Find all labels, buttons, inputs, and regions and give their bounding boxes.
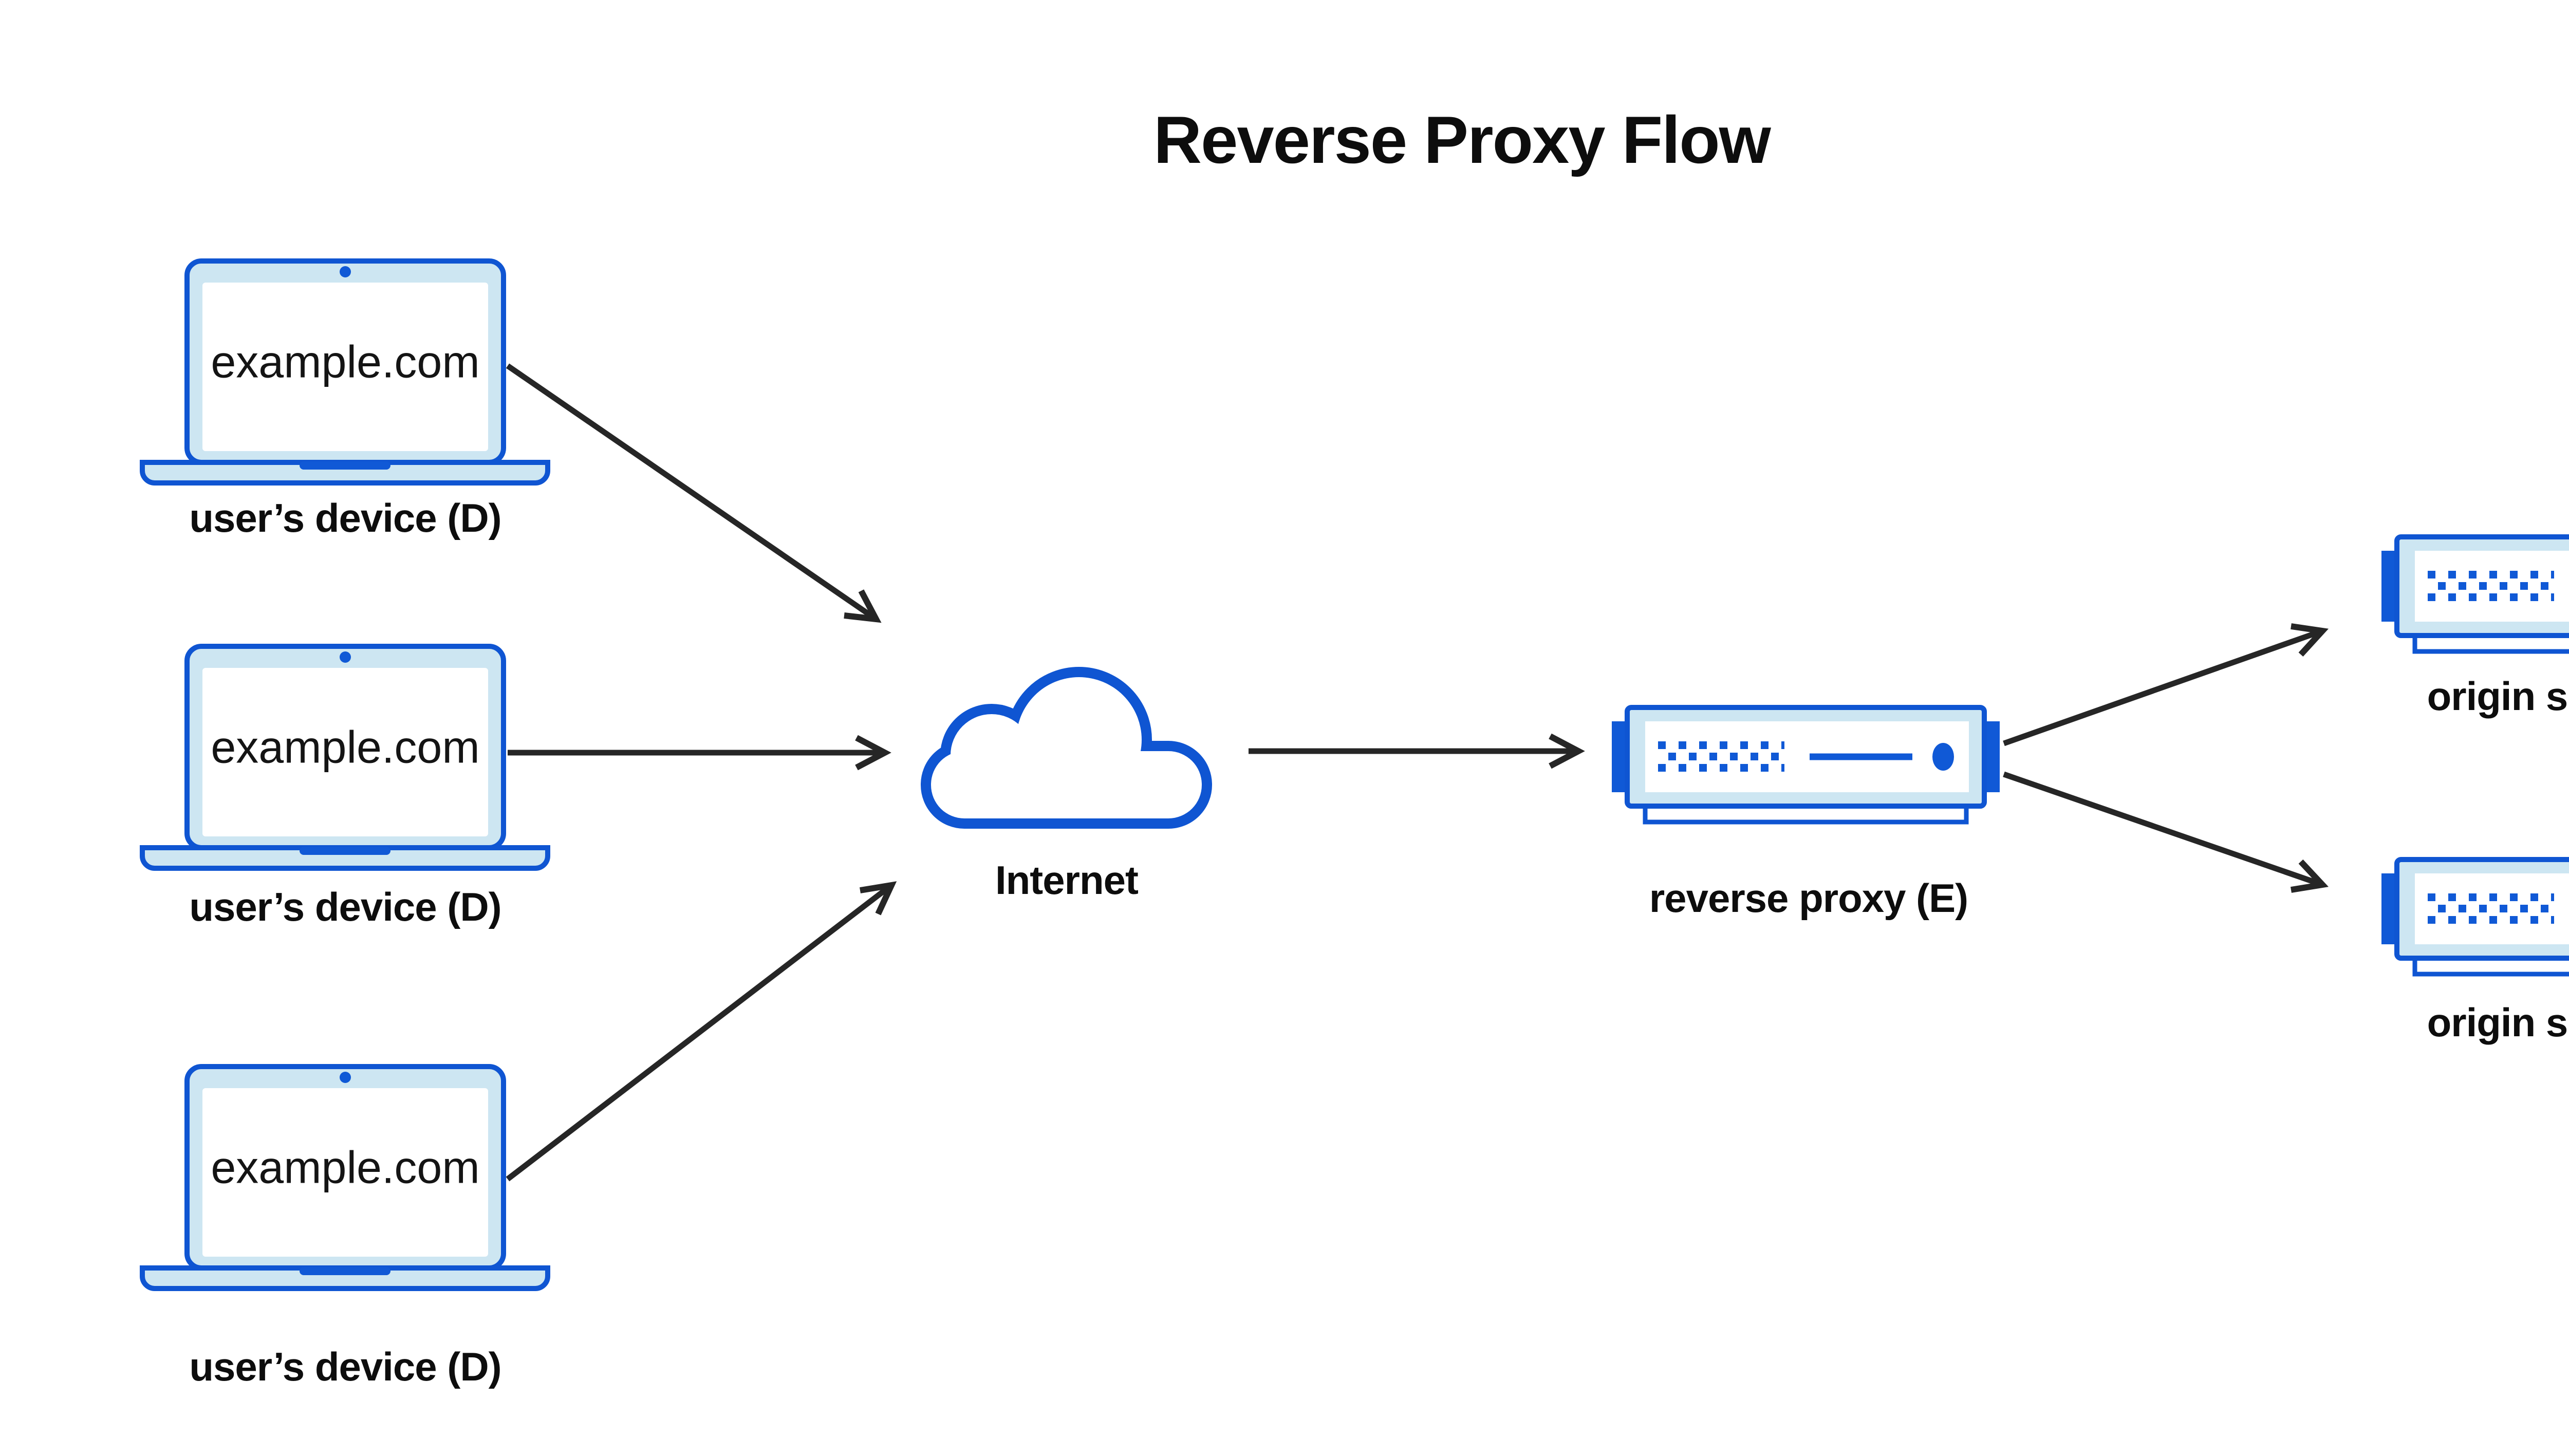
arrowhead-icon bbox=[2291, 623, 2329, 657]
node-internet: Internet bbox=[921, 667, 1212, 903]
internet-label: Internet bbox=[995, 857, 1139, 903]
arrow-line bbox=[506, 363, 878, 622]
origin-server-label: origin server (F) bbox=[2427, 674, 2569, 719]
device-screen-text: example.com bbox=[211, 722, 479, 773]
arrowhead-icon bbox=[860, 881, 897, 916]
arrow-device3-to-internet bbox=[506, 881, 897, 1182]
node-origin-server-2: origin server (F) bbox=[2381, 860, 2569, 1045]
arrow-line bbox=[2003, 771, 2323, 888]
origin-server-icon bbox=[2381, 537, 2569, 651]
reverse-proxy-icon bbox=[1612, 707, 2000, 822]
cloud-icon bbox=[921, 667, 1212, 829]
arrow-device2-to-internet bbox=[508, 735, 891, 771]
arrowhead-icon bbox=[844, 589, 882, 623]
node-origin-server-1: origin server (F) bbox=[2381, 537, 2569, 719]
diagram-title: Reverse Proxy Flow bbox=[1153, 102, 1771, 177]
origin-server-label: origin server (F) bbox=[2427, 1000, 2569, 1045]
arrowhead-icon bbox=[855, 735, 891, 771]
arrow-line bbox=[506, 883, 893, 1182]
arrow-device1-to-internet bbox=[506, 363, 882, 623]
device-screen-text: example.com bbox=[211, 1142, 479, 1193]
node-reverse-proxy: reverse proxy (E) bbox=[1612, 707, 2000, 921]
device-label: user’s device (D) bbox=[189, 1344, 501, 1389]
arrowhead-icon bbox=[1549, 733, 1585, 769]
arrow-internet-to-proxy bbox=[1249, 733, 1585, 769]
arrow-proxy-to-origin1 bbox=[2003, 623, 2329, 746]
reverse-proxy-label: reverse proxy (E) bbox=[1649, 875, 1968, 921]
device-label: user’s device (D) bbox=[189, 884, 501, 929]
device-label: user’s device (D) bbox=[189, 495, 501, 540]
device-screen-text: example.com bbox=[211, 337, 479, 387]
arrow-proxy-to-origin2 bbox=[2003, 771, 2329, 893]
node-user-device-3: example.com user’s device (D) bbox=[142, 1067, 548, 1389]
node-user-device-2: example.com user’s device (D) bbox=[142, 646, 548, 929]
origin-server-icon bbox=[2381, 860, 2569, 974]
node-user-device-1: example.com user’s device (D) bbox=[142, 261, 548, 540]
arrow-line bbox=[2003, 628, 2323, 746]
arrowhead-icon bbox=[2291, 859, 2329, 893]
